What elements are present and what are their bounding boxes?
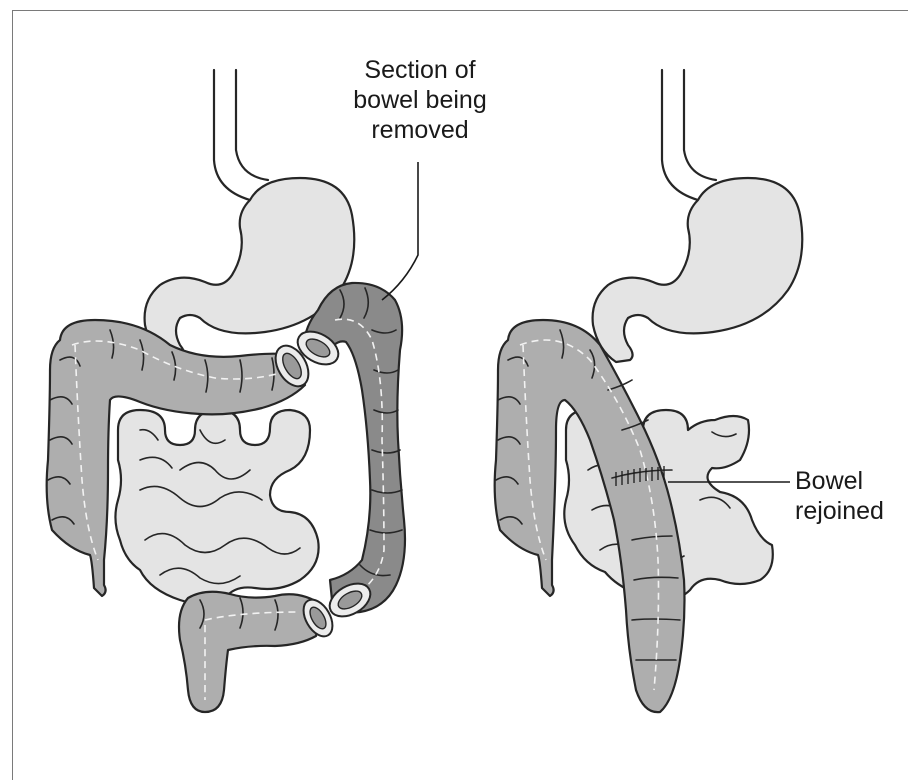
- bowel-rejoined-label-line-1: Bowel: [795, 466, 908, 496]
- bowel-after-surgery-illustration: [495, 70, 803, 712]
- bowel-rejoined-label: Bowel rejoined: [795, 466, 908, 526]
- left-sigmoid-rectum: [179, 592, 322, 712]
- removed-label-leader: [382, 162, 418, 300]
- left-small-intestine: [115, 410, 318, 605]
- section-removed-label-line-2: bowel being: [300, 85, 540, 115]
- section-removed-label-line-3: removed: [300, 115, 540, 145]
- left-oesophagus: [214, 70, 268, 200]
- section-removed-label: Section of bowel being removed: [300, 55, 540, 145]
- bowel-rejoined-label-line-2: rejoined: [795, 496, 908, 526]
- section-removed-label-line-1: Section of: [300, 55, 540, 85]
- right-oesophagus: [662, 70, 716, 200]
- right-stomach: [593, 178, 803, 362]
- bowel-before-surgery-illustration: [47, 70, 405, 712]
